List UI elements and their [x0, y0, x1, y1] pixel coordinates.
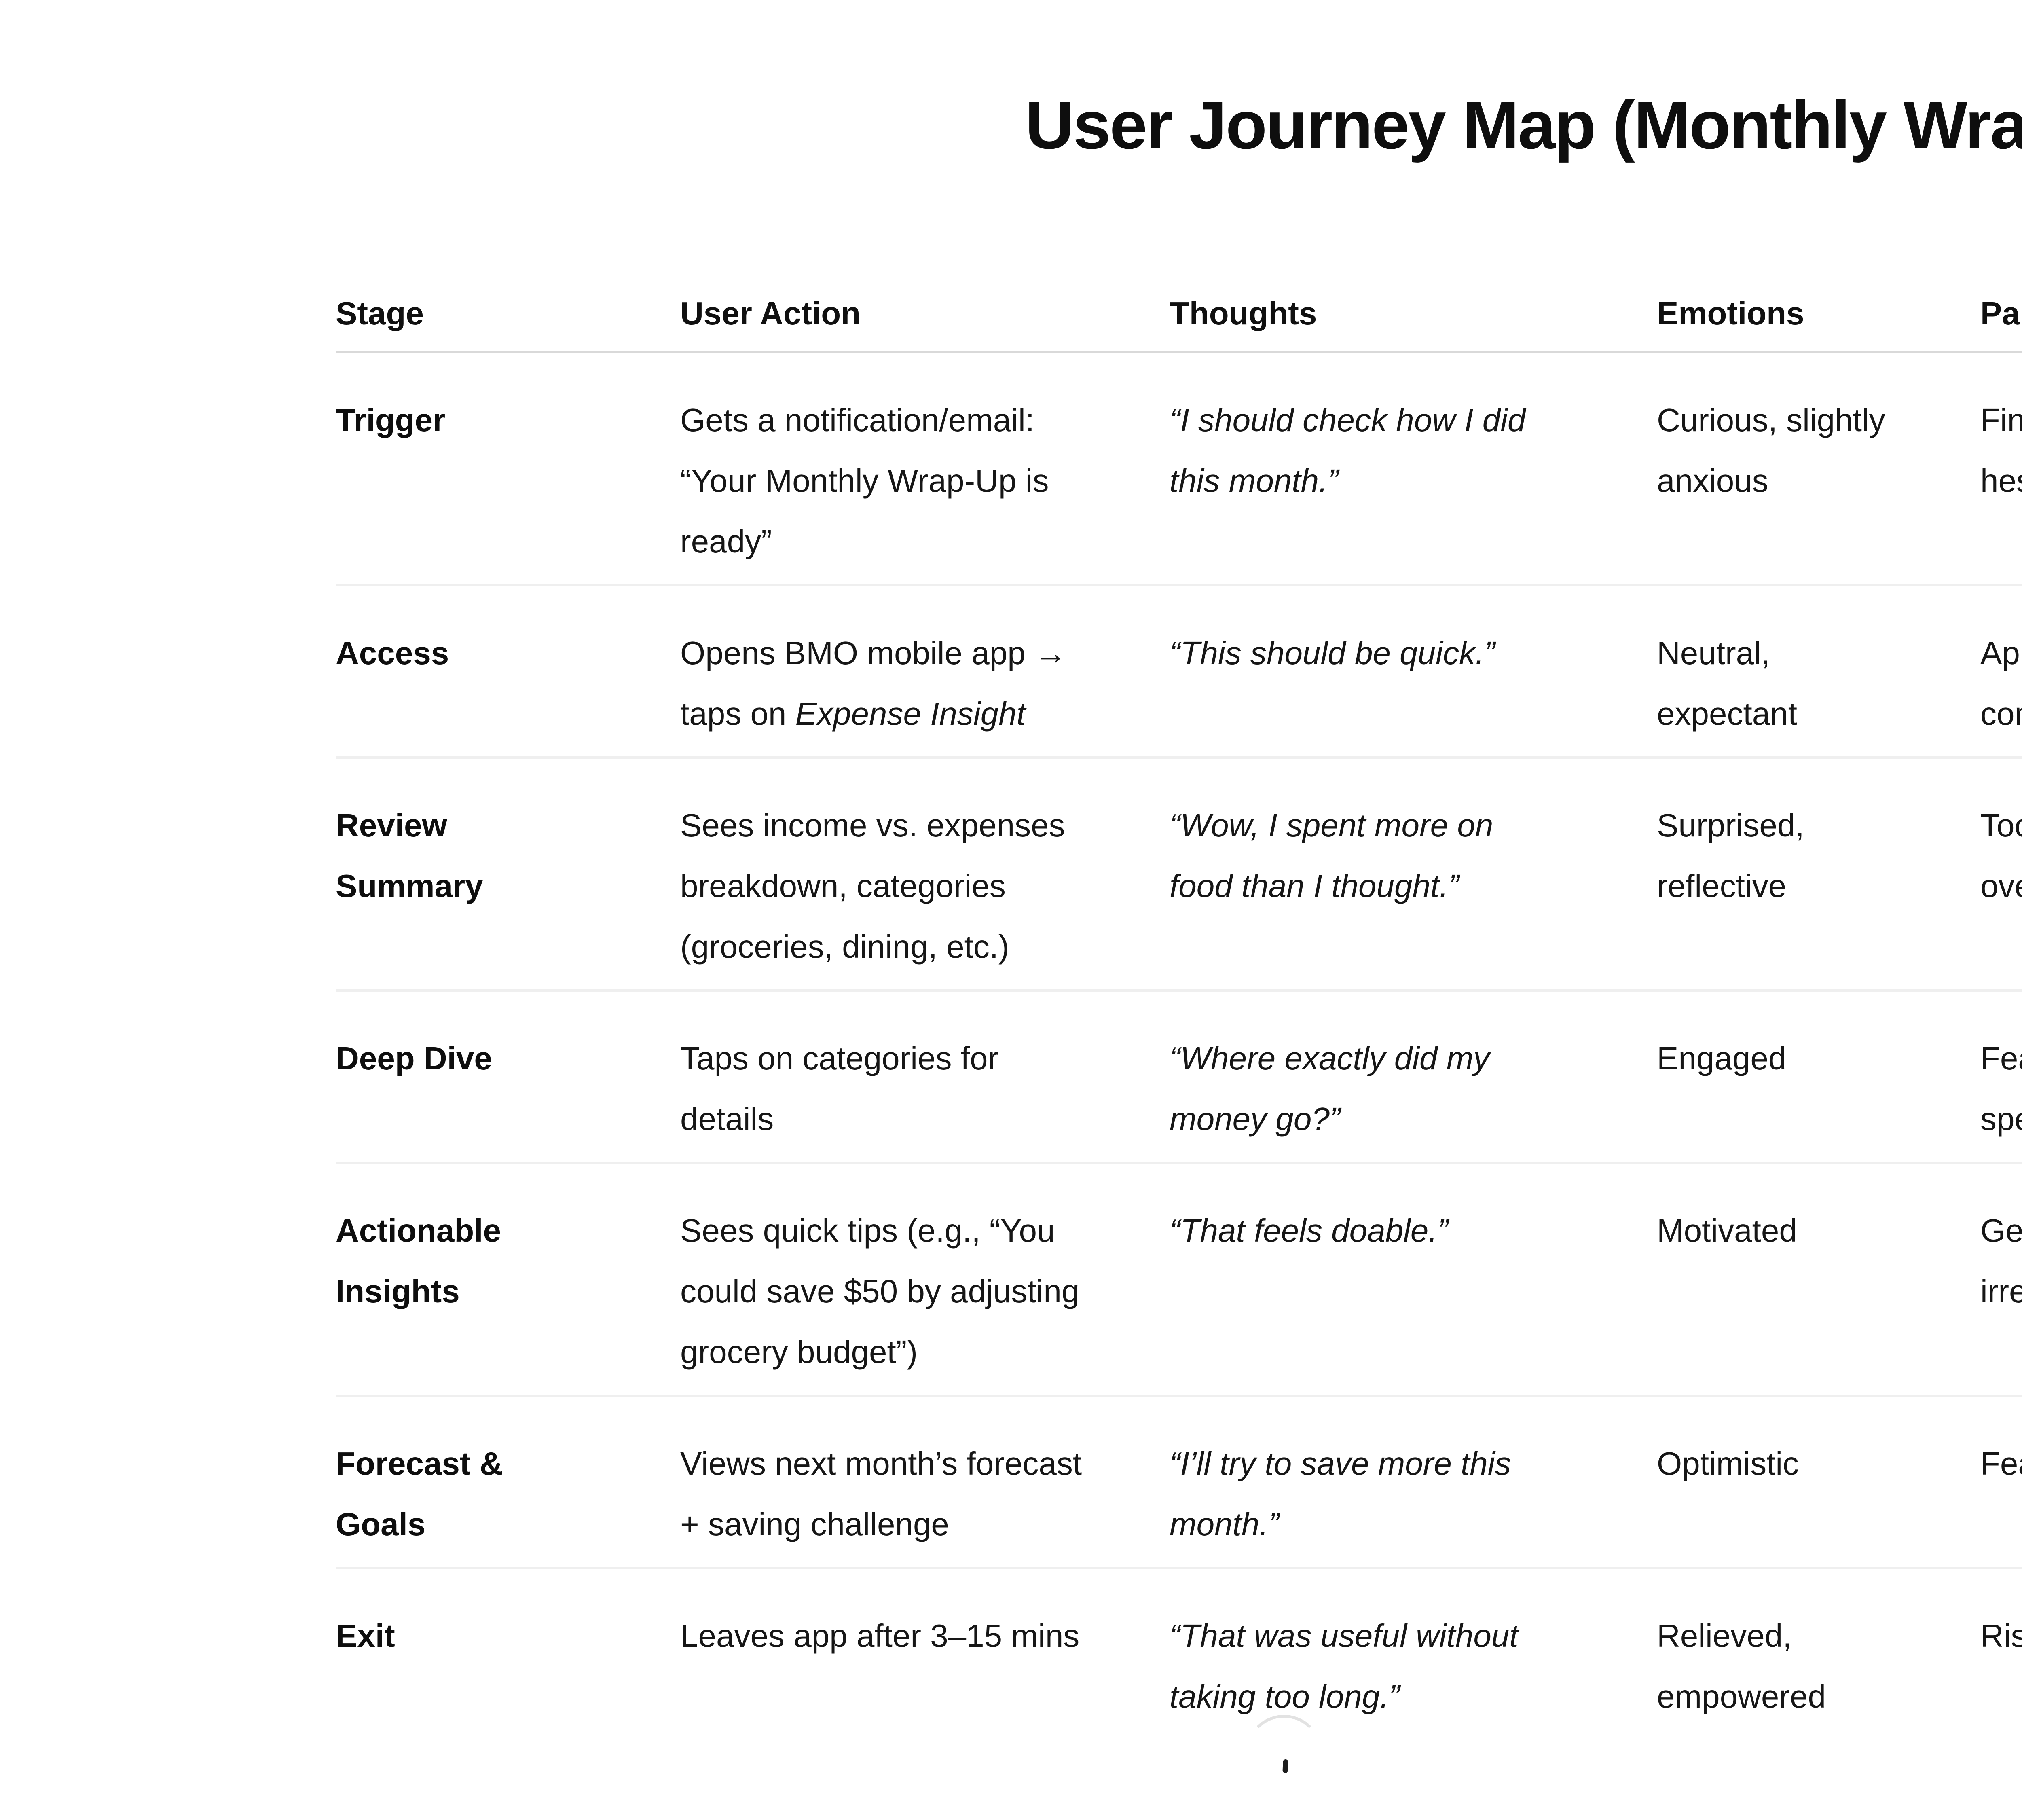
cell-thoughts: “I’ll try to save more this month.” — [1170, 1396, 1657, 1569]
column-header-emotions: Emotions — [1657, 283, 1980, 353]
cell-thoughts: “This should be quick.” — [1170, 585, 1657, 759]
column-header-stage: Stage — [336, 283, 680, 353]
cell-pain-points: Fear of judgment, FOMO spending triggers — [1980, 990, 2022, 1164]
table-header-row: Stage User Action Thoughts Emotions Pain… — [336, 283, 2022, 353]
cell-user-action: Sees quick tips (e.g., “You could save $… — [680, 1163, 1170, 1397]
cell-stage: Review Summary — [336, 758, 680, 992]
cell-stage: Forecast & Goals — [336, 1396, 680, 1569]
cell-thoughts: “I should check how I did this month.” — [1170, 352, 1657, 586]
cell-user-action: Opens BMO mobile app → taps on Expense I… — [680, 585, 1170, 759]
table-row-forecast-goals: Forecast & Goals Views next month’s fore… — [336, 1396, 2022, 1569]
cell-pain-points: Generic tips may feel irrelevant — [1980, 1163, 2022, 1397]
table-row-exit: Exit Leaves app after 3–15 mins “That wa… — [336, 1568, 2022, 1739]
cell-user-action: Leaves app after 3–15 mins — [680, 1618, 1080, 1654]
cell-thoughts: “Where exactly did my money go?” — [1170, 990, 1657, 1164]
cell-user-action: Views next month’s forecast + saving cha… — [680, 1396, 1170, 1569]
cutoff-circle-doodle — [1246, 1715, 1322, 1792]
cell-thoughts: “Wow, I spent more on food than I though… — [1170, 758, 1657, 992]
user-action-feature-name: Expense Insight — [795, 696, 1026, 732]
table-row-deep-dive: Deep Dive Taps on categories for details… — [336, 990, 2022, 1164]
cell-pain-points: Financial stress makes her hesitant to c… — [1980, 352, 2022, 586]
cell-user-action: Gets a notification/email: “Your Monthly… — [680, 352, 1170, 586]
cell-emotions: Motivated — [1657, 1163, 1980, 1397]
cell-emotions: Surprised, reflective — [1657, 758, 1980, 992]
doodle-tick-mark — [1282, 1759, 1288, 1773]
page-title: User Journey Map (Monthly Wrap-Up Featur… — [1025, 87, 2022, 163]
cell-stage: Deep Dive — [336, 990, 680, 1164]
cell-user-action: Sees income vs. expenses breakdown, cate… — [680, 758, 1170, 992]
cell-pain-points: Fear of not achieving goals — [1980, 1396, 2022, 1569]
table-row-access: Access Opens BMO mobile app → taps on Ex… — [336, 585, 2022, 759]
cell-thoughts: “That was useful without taking too long… — [1170, 1618, 1519, 1714]
user-action-text: Opens BMO mobile app → taps on — [680, 635, 1067, 732]
cell-pain-points: Too much data can feel overwhelming — [1980, 758, 2022, 992]
cell-stage: Actionable Insights — [336, 1163, 680, 1397]
cell-emotions: Engaged — [1657, 990, 1980, 1164]
cell-emotions: Neutral, expectant — [1657, 585, 1980, 759]
table-row-trigger: Trigger Gets a notification/email: “Your… — [336, 352, 2022, 586]
cell-emotions: Optimistic — [1657, 1396, 1980, 1569]
journey-map-table: Stage User Action Thoughts Emotions Pain… — [336, 283, 2022, 1739]
cell-pain-points: Risk of forgetting insights — [1980, 1618, 2022, 1654]
column-header-thoughts: Thoughts — [1170, 283, 1657, 353]
cell-pain-points: App navigation might feel complex — [1980, 585, 2022, 759]
cell-user-action: Taps on categories for details — [680, 990, 1170, 1164]
cell-stage: Access — [336, 585, 680, 759]
table-row-actionable-insights: Actionable Insights Sees quick tips (e.g… — [336, 1163, 2022, 1397]
cell-stage: Exit — [336, 1618, 395, 1654]
cell-emotions: Curious, slightly anxious — [1657, 352, 1980, 586]
table-row-review-summary: Review Summary Sees income vs. expenses … — [336, 758, 2022, 992]
column-header-user-action: User Action — [680, 283, 1170, 353]
cell-thoughts: “That feels doable.” — [1170, 1163, 1657, 1397]
cell-stage: Trigger — [336, 352, 680, 586]
column-header-pain-points: Pain Points — [1980, 283, 2022, 353]
cell-emotions: Relieved, empowered — [1657, 1618, 1826, 1714]
